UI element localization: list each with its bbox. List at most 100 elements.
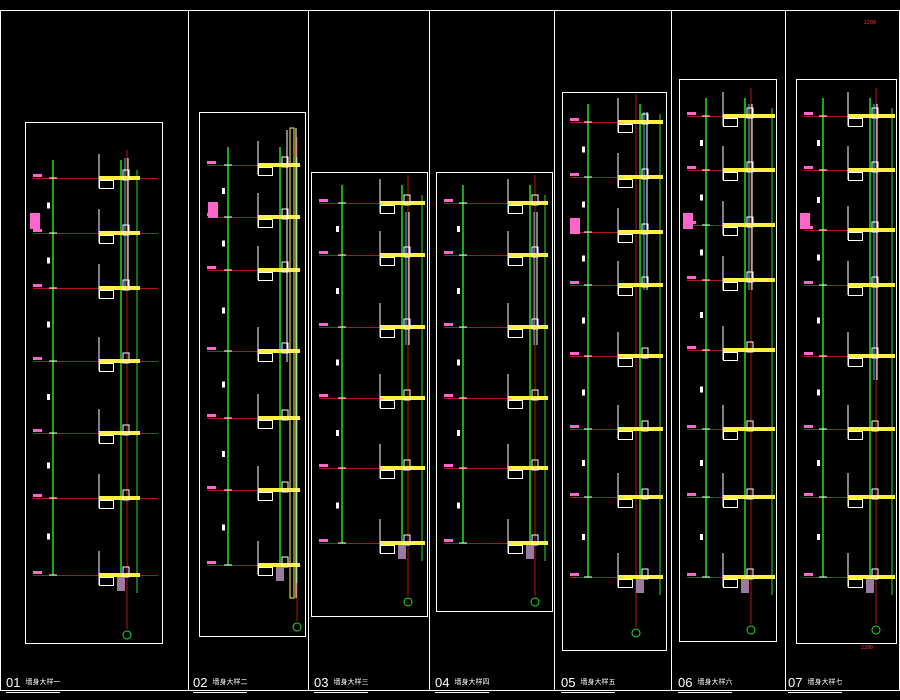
slab-beam: [258, 219, 273, 228]
window-sill: [871, 276, 879, 288]
window-sill: [871, 568, 879, 580]
grid-axis-bubble: [122, 630, 132, 640]
foundation-block: [636, 579, 644, 593]
grid-axis-bubble: [871, 625, 881, 635]
elevation-tag: [804, 281, 813, 284]
window-sill: [403, 534, 411, 546]
floor-slab: [723, 114, 775, 118]
slab-beam: [380, 205, 395, 214]
window-sill: [641, 347, 649, 359]
floor-slab: [618, 354, 663, 358]
sheet-title: 墙身大样三: [314, 678, 368, 693]
floor-slab: [723, 575, 775, 579]
slab-beam: [723, 227, 738, 236]
elevation-tag: [207, 414, 216, 417]
slab-beam: [380, 470, 395, 479]
dimension-text: [582, 201, 585, 208]
slab-beam: [508, 329, 523, 338]
detail-frame: [311, 172, 428, 617]
slab-beam: [380, 545, 395, 554]
dimension-text: [700, 249, 703, 256]
elevation-tag: [687, 346, 696, 349]
slab-beam: [723, 172, 738, 181]
window-sill: [403, 246, 411, 258]
elevation-tag: [804, 425, 813, 428]
foundation-block: [526, 545, 534, 559]
grid-axis-bubble: [403, 597, 413, 607]
slab-beam: [848, 287, 863, 296]
window-sill: [641, 276, 649, 288]
dimension-text: [222, 381, 225, 388]
dimension-text: [47, 533, 50, 540]
sheet-title: 墙身大样五: [561, 678, 615, 693]
revision-stamp-top: 2200: [864, 20, 877, 26]
dimension-text: [222, 451, 225, 457]
floor-slab: [508, 466, 548, 470]
dimension-text: [457, 502, 460, 509]
elevation-tag-block: [208, 202, 218, 218]
grid-axis-bubble: [292, 622, 302, 632]
window-sill: [281, 342, 289, 354]
window-sill: [403, 389, 411, 401]
window-sill: [641, 168, 649, 180]
window-sill: [746, 341, 754, 353]
elevation-tag: [444, 199, 453, 202]
detail-frame: [796, 79, 897, 644]
dimension-text: [700, 140, 703, 146]
elevation-tag: [687, 493, 696, 496]
elevation-tag: [687, 573, 696, 576]
slab-beam: [618, 124, 633, 133]
elevation-tag: [444, 464, 453, 467]
floor-slab: [380, 396, 425, 400]
window-sill: [641, 113, 649, 125]
revision-stamp-bottom: 2200: [861, 645, 874, 651]
window-sill: [122, 566, 130, 578]
window-sill: [281, 261, 289, 273]
floor-slab: [618, 427, 663, 431]
elevation-tag: [319, 539, 328, 542]
elevation-tag: [687, 166, 696, 169]
dimension-text: [817, 389, 820, 396]
slab-beam: [723, 431, 738, 440]
slab-beam: [723, 352, 738, 361]
dimension-text: [336, 359, 339, 366]
floor-slab: [99, 496, 140, 500]
elevation-tag: [33, 229, 42, 232]
floor-slab: [380, 201, 425, 205]
slab-beam: [99, 363, 114, 372]
detail-frame: [199, 112, 306, 637]
sheet-number: 05: [561, 675, 576, 690]
window-sill: [641, 568, 649, 580]
dimension-text: [700, 460, 703, 466]
slab-beam: [618, 579, 633, 588]
slab-beam: [380, 329, 395, 338]
floor-slab: [508, 253, 548, 257]
dimension-text: [817, 460, 820, 466]
floor-slab: [618, 230, 663, 234]
slab-beam: [99, 500, 114, 509]
slab-beam: [508, 400, 523, 409]
floor-slab: [380, 253, 425, 257]
elevation-tag: [687, 276, 696, 279]
window-sill: [122, 169, 130, 181]
elevation-tag: [319, 199, 328, 202]
elevation-tag: [33, 357, 42, 360]
window-sill: [281, 156, 289, 168]
sheet-number: 06: [678, 675, 693, 690]
floor-slab: [99, 176, 140, 180]
elevation-tag: [207, 347, 216, 350]
window-sill: [746, 161, 754, 173]
window-sill: [746, 568, 754, 580]
dimension-text: [222, 307, 225, 314]
dimension-text: [582, 534, 585, 540]
elevation-tag-block: [683, 213, 693, 229]
slab-beam: [848, 232, 863, 241]
foundation-block: [866, 579, 874, 593]
window-sill: [122, 489, 130, 501]
window-sill: [122, 424, 130, 436]
window-sill: [281, 409, 289, 421]
